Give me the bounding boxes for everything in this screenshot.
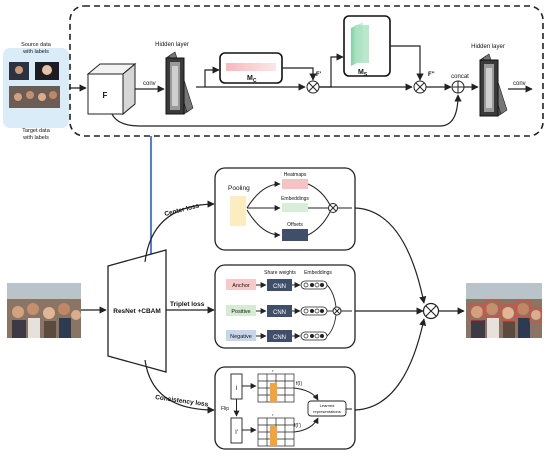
hidden-layer-right-label: Hidden layer (471, 44, 505, 50)
center-branch-arrow (144, 200, 215, 263)
off-to-mult-line (307, 211, 331, 236)
concat-node (451, 80, 465, 94)
final-multiply-node (422, 302, 440, 320)
attention-module-frame (69, 5, 544, 137)
image-i-label: I (236, 386, 238, 392)
ms-label: MS (358, 69, 368, 78)
cnn-box-positive (267, 305, 292, 317)
backbone-label: ResNet +CBAM (113, 308, 161, 315)
backbone-block (107, 249, 167, 373)
positive-box (226, 305, 256, 316)
heatmaps-label: Heatmaps (284, 172, 307, 178)
triplet-multiply-node (332, 306, 342, 316)
cnn-label-positive: CNN (273, 310, 286, 316)
source-thumb-2-face (42, 65, 52, 75)
image-iprime-label: I' (235, 430, 238, 436)
input-image (7, 283, 81, 338)
embedding-pill-anchor (300, 280, 328, 290)
feature-grid-1-highlight (270, 383, 277, 402)
embeddings-triplet-label: Embeddings (304, 270, 332, 276)
f-double-prime-label: F'' (428, 72, 435, 78)
source-thumb-1-face (15, 66, 23, 74)
target-thumb (9, 86, 60, 108)
multiply-node-1 (306, 80, 320, 94)
grid-2-point-label: r (272, 412, 274, 417)
consistency-branch-arrow (144, 359, 215, 414)
cnn-label-anchor: CNN (273, 284, 286, 290)
anchor-box (226, 279, 256, 290)
heatmaps-block (282, 179, 308, 189)
source-label-line2: with labels (22, 49, 49, 55)
mult1-to-ms-arrow (319, 53, 344, 88)
mc-to-mult1-arrow (282, 67, 317, 81)
consistency-loss-label: Consistency loss (155, 394, 209, 408)
conv-right-label: conv (513, 81, 526, 87)
negative-box (226, 330, 256, 341)
hidden-layer-right (479, 53, 508, 117)
cnn-label-negative: CNN (273, 335, 286, 341)
skip-connection-arrow (111, 94, 462, 127)
positive-label: Positive (231, 309, 250, 315)
learned-label-line1: Learned (320, 403, 335, 408)
mc-label: MC (247, 75, 257, 84)
triplet-loss-label: Triplet loss (170, 301, 205, 308)
target-thumb-face-4 (49, 91, 57, 99)
feature-grid-2-highlight (270, 426, 277, 446)
ms-prism-front (355, 25, 369, 63)
fi-label: f(I) (296, 381, 302, 387)
center-to-combine-arrow (354, 207, 427, 304)
cnn-box-anchor (267, 279, 292, 291)
consistency-loss-box (214, 366, 356, 450)
embeddings-block (282, 203, 308, 212)
concat-label: concat (451, 74, 469, 80)
ms-to-mult2-arrow (390, 45, 424, 81)
anchor-label: Anchor (232, 283, 250, 289)
center-loss-label: Center loss (164, 202, 200, 217)
pool-to-heat-arrow (246, 181, 281, 209)
emb-anchor-to-mult (326, 284, 337, 308)
source-label-line1: Source data (21, 42, 52, 48)
mc-bar (226, 63, 276, 71)
emb-negative-to-mult (326, 314, 337, 337)
grid2-to-learned-arrow (293, 417, 319, 433)
flip-label: Flip (221, 406, 229, 412)
output-image (466, 283, 542, 338)
target-label-line1: Target data (22, 128, 50, 134)
pool-to-off-arrow (246, 209, 281, 238)
target-thumb-face-2 (26, 91, 34, 99)
negative-label: Negative (230, 334, 252, 340)
embedding-pill-positive (300, 306, 328, 316)
consistency-to-combine-arrow (354, 318, 427, 411)
grid1-to-learned-arrow (293, 387, 319, 401)
pooling-label: Pooling (228, 185, 250, 192)
f-prime-label: F' (316, 72, 322, 78)
embedding-pill-negative (300, 331, 328, 341)
pooling-block (230, 196, 246, 226)
grid-1-point-label: r (272, 368, 274, 373)
target-thumb-face-1 (14, 93, 22, 101)
target-thumb-face-3 (38, 93, 46, 101)
embeddings-center-label: Embeddings (281, 196, 309, 202)
learned-label-line2: representations (313, 409, 341, 414)
fip-label: f(I') (294, 423, 301, 429)
feature-label: F (103, 91, 108, 100)
hidden-layer-left-label: Hidden layer (155, 42, 189, 48)
conv-left-label: conv (143, 81, 156, 87)
feature-cube (86, 62, 137, 116)
target-label-line2: with labels (22, 135, 49, 141)
cnn-box-negative (267, 330, 292, 342)
hidden-to-mc-arrow (204, 66, 220, 87)
heat-to-mult-line (307, 183, 331, 206)
hidden-layer-left (165, 51, 194, 115)
multiply-node-2 (413, 80, 427, 94)
share-weights-label: Share weights (264, 270, 296, 276)
offsets-label: Offsets (287, 222, 303, 228)
offsets-block (282, 229, 308, 241)
center-multiply-node (328, 203, 338, 213)
